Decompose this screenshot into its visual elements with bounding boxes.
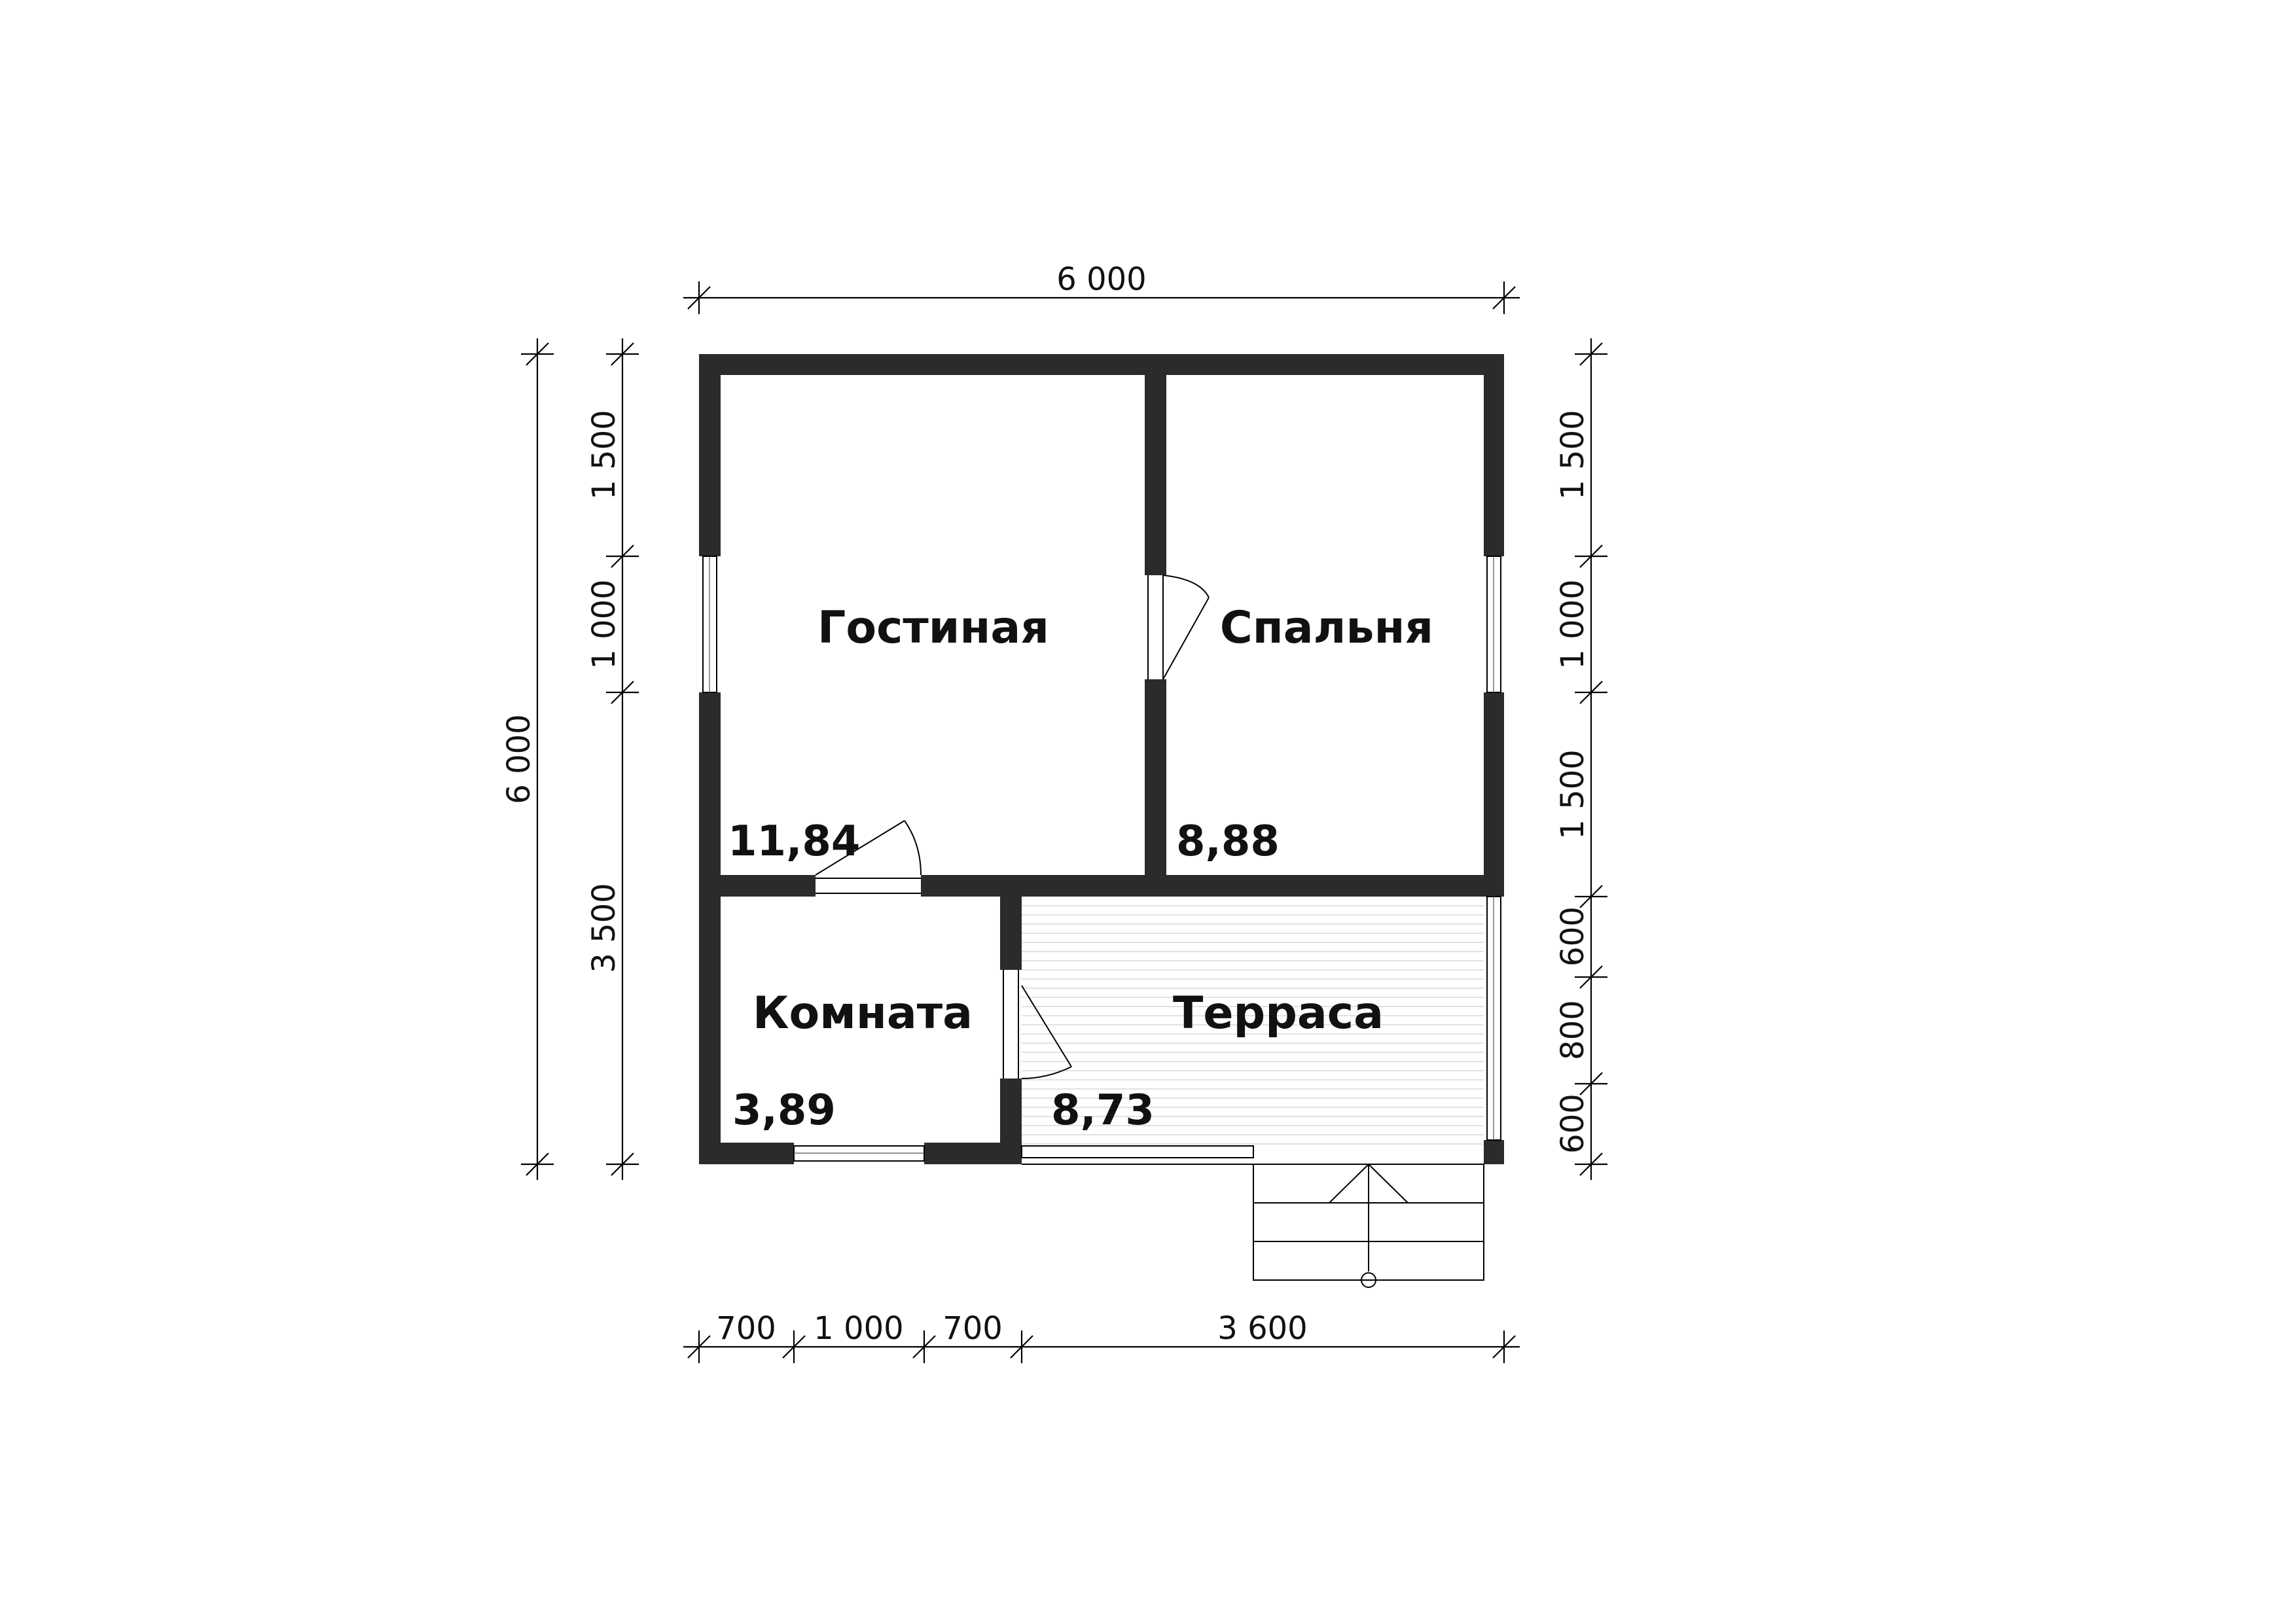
room-area-terrace: 8,73 — [1051, 1086, 1155, 1135]
dim-bottom-seg-1: 700 — [716, 1310, 776, 1347]
dim-right-seg-2: 1 000 — [1554, 579, 1591, 669]
room-area-small: 3,89 — [732, 1086, 836, 1135]
doors — [815, 575, 1210, 1079]
room-area-bedroom: 8,88 — [1176, 817, 1280, 866]
dim-bottom-seg-4: 3 600 — [1217, 1310, 1307, 1347]
wall-left-upper — [699, 354, 721, 556]
wall-right-upper — [1484, 354, 1504, 556]
dim-left-total: 6 000 — [501, 338, 554, 1180]
dim-right-segments: 1 500 1 000 1 500 600 800 600 — [1554, 338, 1607, 1180]
wall-partition-lower — [1145, 679, 1166, 897]
dim-right-seg-4: 600 — [1554, 906, 1591, 967]
room-labels: Гостиная 11,84 Спальня 8,88 Комната 3,89… — [728, 602, 1433, 1135]
room-name-small: Комната — [753, 988, 973, 1039]
room-name-living: Гостиная — [817, 602, 1049, 654]
dim-bottom-seg-2: 1 000 — [814, 1310, 903, 1347]
terrace-railing-bottom — [1021, 1145, 1254, 1158]
door-living-bedroom — [1147, 575, 1210, 680]
dim-right-seg-5: 800 — [1554, 1000, 1591, 1060]
dim-left-seg-1: 1 500 — [586, 410, 622, 499]
door-room-terrace — [1003, 970, 1072, 1079]
dim-right-seg-1: 1 500 — [1554, 410, 1591, 499]
dimensions: 6 000 6 000 1 500 1 000 3 500 — [501, 261, 1607, 1363]
walls — [699, 354, 1504, 1164]
dim-top-label: 6 000 — [1056, 261, 1146, 298]
dim-bottom-seg-3: 700 — [942, 1310, 1003, 1347]
dim-left-segments: 1 500 1 000 3 500 — [586, 338, 639, 1180]
room-area-living: 11,84 — [728, 817, 860, 866]
wall-partition-upper — [1145, 354, 1166, 575]
dim-right-seg-3: 1 500 — [1554, 749, 1591, 839]
dim-bottom-segments: 700 1 000 700 3 600 — [683, 1310, 1520, 1363]
dim-left-seg-3: 3 500 — [586, 883, 622, 972]
wall-top — [699, 354, 1504, 375]
door-living-room — [815, 820, 922, 894]
dim-left-seg-2: 1 000 — [586, 579, 622, 669]
stairs-start-marker — [1361, 1272, 1376, 1288]
room-name-bedroom: Спальня — [1220, 602, 1433, 654]
dim-top: 6 000 — [683, 261, 1520, 314]
dim-right-seg-6: 600 — [1554, 1094, 1591, 1154]
room-name-terrace: Терраса — [1173, 988, 1384, 1039]
wall-room-partition-upper — [1000, 875, 1022, 970]
wall-bottom-left — [699, 1143, 794, 1164]
terrace-decking — [1022, 905, 1484, 1145]
wall-right-lower — [1484, 692, 1504, 897]
wall-right-corner — [1484, 1140, 1504, 1164]
terrace-stairs — [1253, 1163, 1484, 1288]
wall-left-lower — [699, 692, 721, 1164]
wall-mid-left — [699, 875, 816, 897]
wall-bottom-right — [924, 1143, 1022, 1164]
dim-left-total-label: 6 000 — [501, 714, 537, 804]
